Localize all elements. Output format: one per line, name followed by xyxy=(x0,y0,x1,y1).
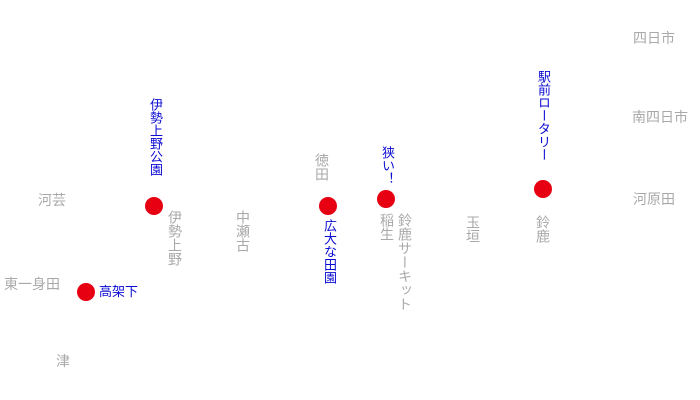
place-label-higashi-ishinden: 東一身田 xyxy=(4,277,60,293)
spot-label-ise-ueno-park[interactable]: 伊勢上野公園 xyxy=(147,98,162,176)
spot-label-koukashita[interactable]: 高架下 xyxy=(99,285,139,300)
place-label-nakaseko: 中瀬古 xyxy=(234,210,250,252)
place-label-tamagaki: 玉垣 xyxy=(464,215,480,243)
spot-marker-hiroi-denen[interactable] xyxy=(319,197,337,215)
place-label-inou: 稲生 xyxy=(378,213,394,241)
spot-marker-ekimae-rotary[interactable] xyxy=(534,180,552,198)
place-label-tsu: 津 xyxy=(56,354,70,370)
spot-marker-ise-ueno-park[interactable] xyxy=(145,197,163,215)
spot-label-semai[interactable]: 狭い！ xyxy=(379,146,394,185)
place-label-kawage: 河芸 xyxy=(38,193,66,209)
place-label-kawarada: 河原田 xyxy=(633,192,675,208)
place-label-suzuka: 鈴鹿 xyxy=(534,215,550,243)
place-label-ise-ueno: 伊勢上野 xyxy=(166,210,182,266)
spot-marker-semai[interactable] xyxy=(377,190,395,208)
spot-marker-koukashita[interactable] xyxy=(77,283,95,301)
spot-label-hiroi-denen[interactable]: 広大な田園 xyxy=(321,219,336,284)
place-label-suzuka-circuit: 鈴鹿サーキット xyxy=(396,213,412,311)
place-label-minami-yokkaichi: 南四日市 xyxy=(632,110,688,126)
place-label-yokkaichi: 四日市 xyxy=(633,31,675,47)
place-label-tokuda: 徳田 xyxy=(313,153,329,181)
spot-label-ekimae-rotary[interactable]: 駅前ロータリー xyxy=(535,70,550,161)
